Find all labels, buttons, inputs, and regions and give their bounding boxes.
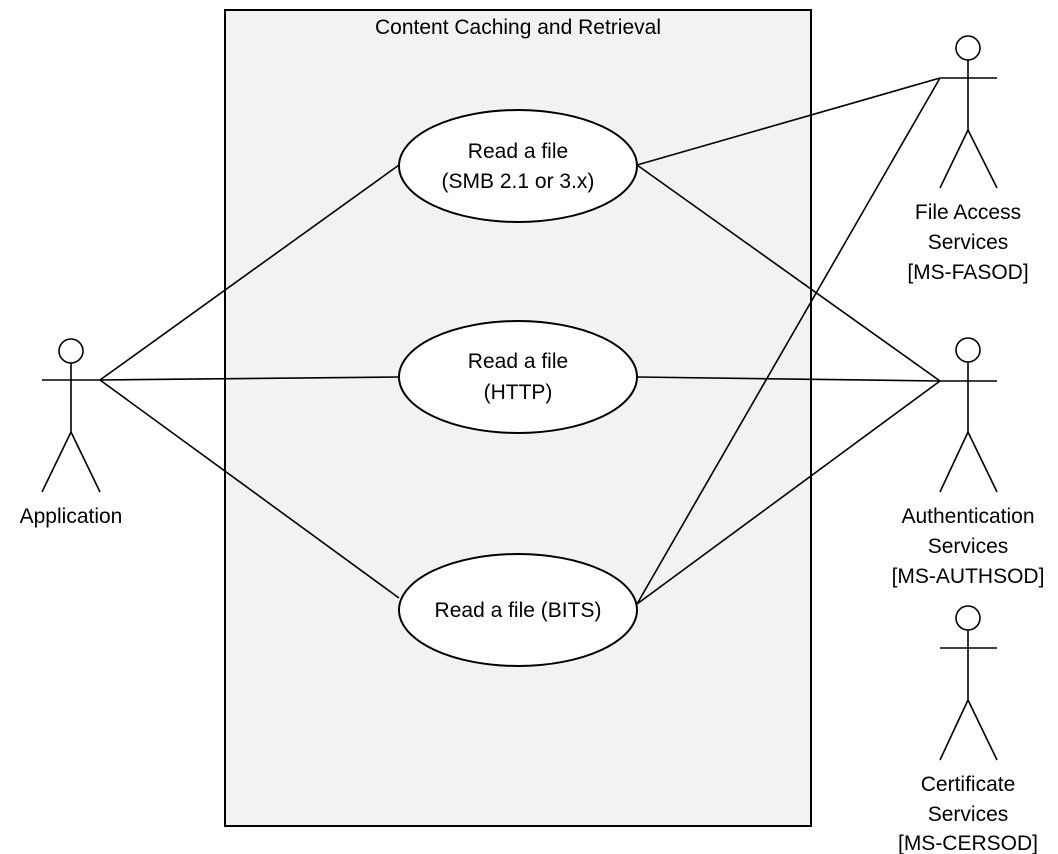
actor-authentication-label-line1: Authentication bbox=[901, 505, 1034, 528]
use-case-smb-ellipse bbox=[398, 109, 638, 223]
actor-file-access: File Access Services [MS-FASOD] bbox=[907, 35, 1029, 284]
association-application-smb bbox=[99, 164, 400, 381]
association-bits-file-access bbox=[636, 77, 941, 605]
actor-file-access-head bbox=[955, 35, 981, 61]
actor-authentication-left-leg bbox=[939, 431, 969, 493]
use-case-smb-label-line1: Read a file bbox=[468, 140, 568, 163]
use-case-bits-label: Read a file (BITS) bbox=[435, 599, 602, 622]
actor-file-access-label-line1: File Access bbox=[915, 201, 1021, 224]
use-case-http: Read a file (HTTP) bbox=[398, 320, 638, 434]
actor-file-access-label-line2: Services bbox=[928, 231, 1009, 254]
actor-application-right-leg bbox=[70, 431, 101, 493]
actor-authentication-head bbox=[955, 337, 981, 363]
actor-certificate-label-line3: [MS-CERSOD] bbox=[898, 832, 1038, 854]
actor-application: Application bbox=[20, 338, 123, 528]
actor-certificate: Certificate Services [MS-CERSOD] bbox=[898, 605, 1038, 854]
actor-authentication: Authentication Services [MS-AUTHSOD] bbox=[892, 337, 1045, 588]
association-bits-authentication bbox=[636, 380, 941, 605]
use-case-http-ellipse bbox=[398, 320, 638, 434]
association-application-bits bbox=[99, 379, 400, 599]
actor-application-head bbox=[58, 338, 84, 364]
actor-file-access-label-line3: [MS-FASOD] bbox=[907, 261, 1028, 284]
actor-certificate-head bbox=[955, 605, 981, 631]
actor-certificate-label-line1: Certificate bbox=[921, 773, 1016, 796]
actor-authentication-right-leg bbox=[967, 431, 998, 493]
actor-application-left-leg bbox=[41, 431, 72, 493]
association-application-http bbox=[99, 376, 400, 381]
actor-certificate-label-line2: Services bbox=[928, 803, 1009, 826]
association-smb-file-access bbox=[636, 77, 941, 166]
use-case-smb: Read a file (SMB 2.1 or 3.x) bbox=[398, 109, 638, 223]
association-smb-authentication bbox=[636, 164, 941, 382]
use-case-http-label-line1: Read a file bbox=[468, 350, 568, 373]
actor-file-access-right-leg bbox=[967, 129, 998, 189]
association-http-authentication bbox=[636, 376, 941, 382]
use-case-bits-ellipse bbox=[398, 553, 638, 667]
use-case-bits: Read a file (BITS) bbox=[398, 553, 638, 667]
system-boundary-title: Content Caching and Retrieval bbox=[375, 16, 661, 39]
actor-certificate-left-leg bbox=[939, 699, 969, 761]
associations bbox=[99, 77, 941, 605]
use-case-http-label-line2: (HTTP) bbox=[484, 381, 553, 404]
actor-application-label: Application bbox=[20, 505, 123, 528]
actor-certificate-right-leg bbox=[967, 699, 998, 761]
actor-file-access-left-leg bbox=[939, 129, 969, 189]
actor-authentication-label-line2: Services bbox=[928, 535, 1009, 558]
actor-authentication-label-line3: [MS-AUTHSOD] bbox=[892, 565, 1045, 588]
use-case-smb-label-line2: (SMB 2.1 or 3.x) bbox=[442, 170, 595, 193]
